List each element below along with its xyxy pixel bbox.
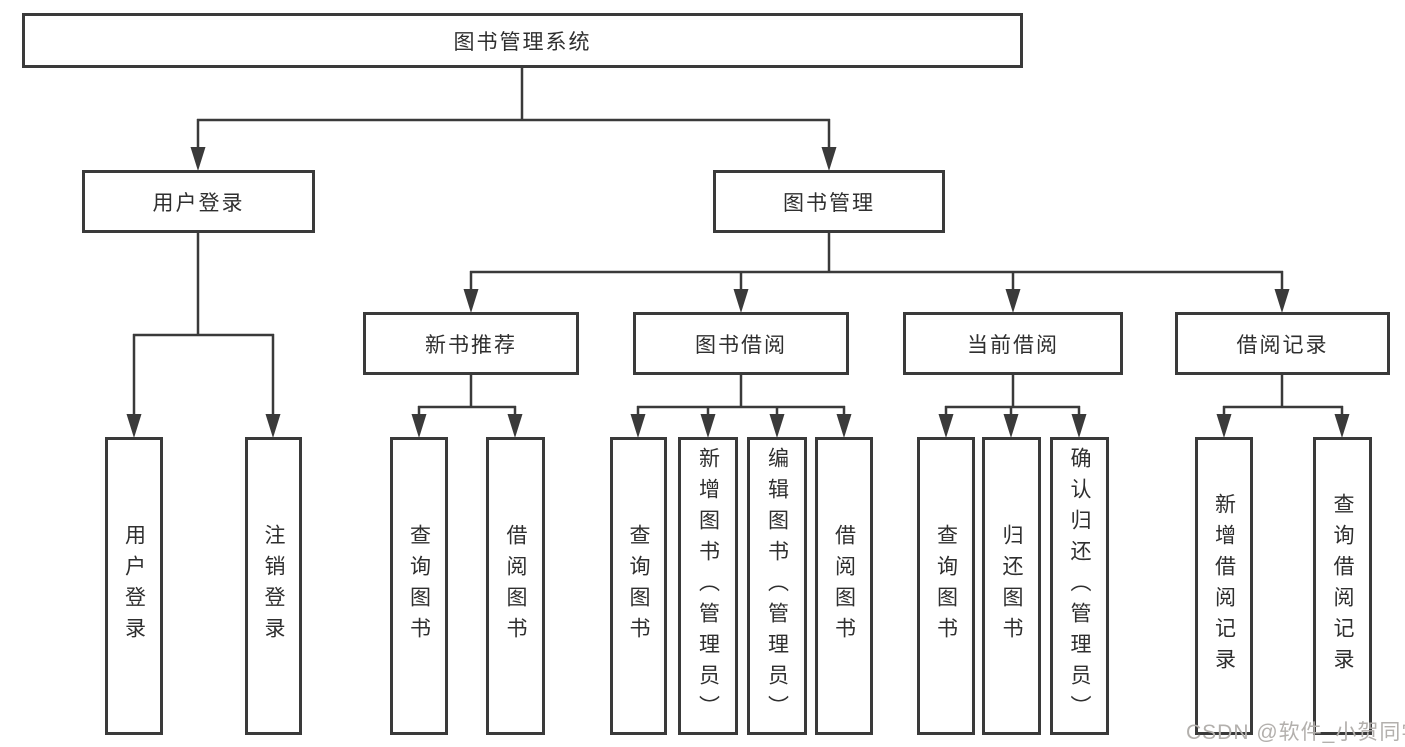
leaf-current-confirm-return-admin: 确认归还（管理员） [1050, 437, 1109, 735]
node-label: 借阅记录 [1236, 333, 1329, 357]
connector-current-to-leaves [938, 374, 1087, 438]
node-label: 当前借阅 [967, 333, 1059, 357]
leaf-logout: 注销登录 [245, 437, 302, 735]
connector-login-to-leaves [126, 232, 281, 438]
node-label: 用户登录 [152, 191, 245, 215]
leaf-label: 新增图书（管理员） [696, 446, 720, 726]
node-user-login: 用户登录 [82, 170, 315, 233]
leaf-records-query-record: 查询借阅记录 [1313, 437, 1372, 735]
node-label: 图书管理 [783, 191, 875, 215]
leaf-records-add-record: 新增借阅记录 [1195, 437, 1253, 735]
leaf-current-return-books: 归还图书 [982, 437, 1041, 735]
node-book-management: 图书管理 [713, 170, 945, 233]
node-new-book-recommend: 新书推荐 [363, 312, 579, 375]
node-current-borrowing: 当前借阅 [903, 312, 1123, 375]
connector-records-to-leaves [1216, 374, 1350, 438]
leaf-label: 确认归还（管理员） [1068, 446, 1091, 726]
node-label: 图书管理系统 [453, 30, 592, 54]
leaf-label: 查询图书 [934, 524, 958, 648]
node-label: 图书借阅 [695, 333, 787, 357]
leaf-label: 用户登录 [122, 524, 146, 648]
leaf-label: 编辑图书（管理员） [765, 446, 789, 726]
node-label: 新书推荐 [425, 333, 517, 357]
node-borrowing-records: 借阅记录 [1175, 312, 1390, 375]
connector-recommend-to-leaves [411, 374, 523, 438]
leaf-label: 查询图书 [627, 524, 650, 648]
connector-borrow-to-leaves [630, 374, 852, 438]
leaf-borrow-query-books: 查询图书 [610, 437, 667, 735]
node-book-borrowing: 图书借阅 [633, 312, 849, 375]
leaf-borrow-add-books-admin: 新增图书（管理员） [678, 437, 738, 735]
leaf-recommend-borrow-books: 借阅图书 [486, 437, 545, 735]
connector-management-to-level3 [463, 232, 1290, 313]
leaf-label: 查询借阅记录 [1331, 493, 1354, 679]
leaf-borrow-borrow-books: 借阅图书 [815, 437, 873, 735]
watermark: CSDN @软件_小贺同学 [1186, 721, 1405, 744]
leaf-label: 新增借阅记录 [1212, 493, 1236, 679]
node-library-system: 图书管理系统 [22, 13, 1023, 68]
leaf-user-login: 用户登录 [105, 437, 163, 735]
leaf-current-query-books: 查询图书 [917, 437, 975, 735]
leaf-label: 查询图书 [407, 524, 431, 648]
leaf-recommend-query-books: 查询图书 [390, 437, 448, 735]
leaf-label: 注销登录 [262, 524, 285, 648]
connector-root-to-level2 [190, 68, 837, 171]
leaf-label: 归还图书 [1000, 524, 1023, 648]
leaf-label: 借阅图书 [832, 524, 856, 648]
leaf-label: 借阅图书 [504, 524, 527, 648]
leaf-borrow-edit-books-admin: 编辑图书（管理员） [747, 437, 807, 735]
